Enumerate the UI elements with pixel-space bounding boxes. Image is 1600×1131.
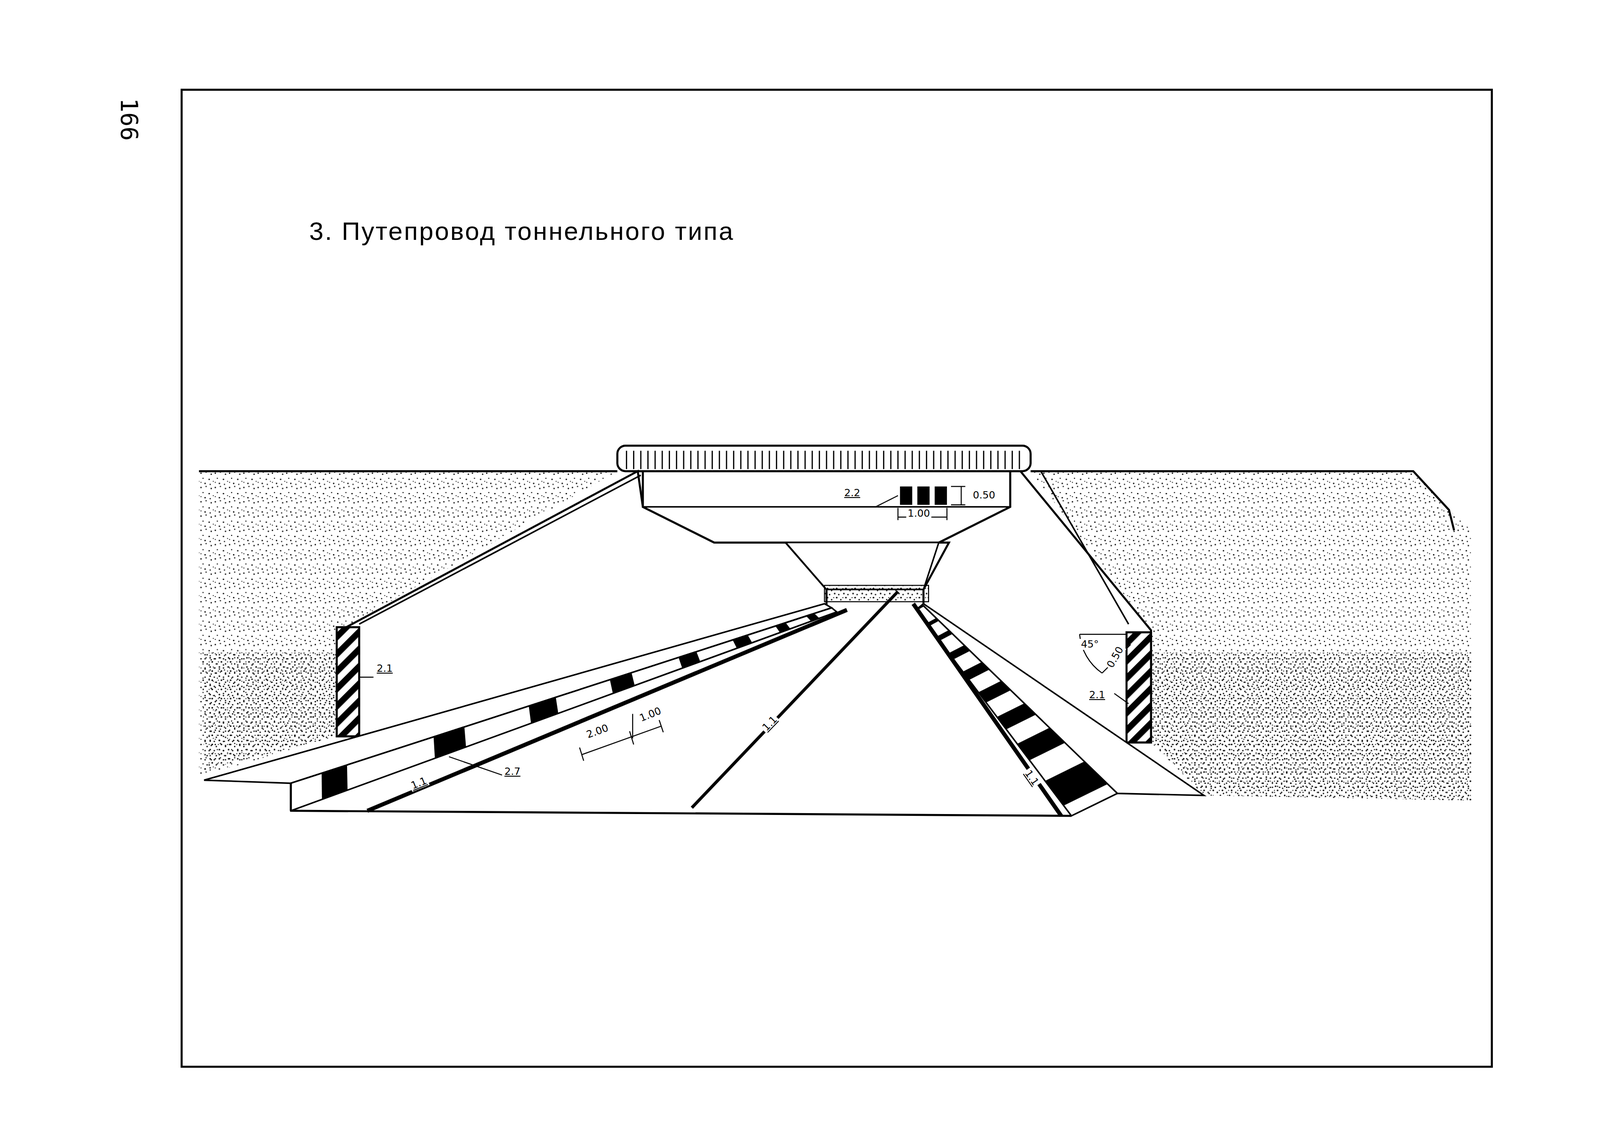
rail-post — [697, 450, 699, 469]
callout-number: 2.2 — [842, 487, 862, 499]
rail-post — [711, 450, 713, 469]
rail-post — [668, 450, 671, 469]
rail-post — [918, 450, 920, 469]
rail-post — [726, 450, 728, 469]
dimension: 1.00 — [906, 508, 932, 520]
rail-post — [675, 450, 678, 469]
rail-post — [654, 450, 656, 469]
rail-post — [961, 450, 963, 469]
curb-block — [1017, 727, 1065, 761]
rail-post — [911, 450, 914, 469]
rail-post — [718, 450, 721, 469]
rail-post — [982, 450, 985, 469]
callout-number: 2.1 — [375, 663, 395, 675]
rail-post — [1011, 450, 1013, 469]
rail-post — [790, 450, 792, 469]
rail-post — [704, 450, 707, 469]
rail-post — [740, 450, 742, 469]
rail-post — [625, 450, 628, 469]
rail-post — [633, 450, 635, 469]
figure-title: 3. Путепровод тоннельного типа — [309, 216, 735, 246]
callout-number: 2.1 — [1087, 689, 1107, 701]
rail-post — [954, 450, 956, 469]
rail-post — [976, 450, 978, 469]
rail-post — [897, 450, 899, 469]
angle: 45° — [1079, 638, 1101, 650]
rail-post — [890, 450, 892, 469]
curb-block — [528, 697, 559, 724]
curb-block — [775, 622, 791, 633]
rail-post — [797, 450, 799, 469]
curb-block — [678, 651, 701, 669]
rail-post — [990, 450, 992, 469]
curb-block — [321, 764, 348, 800]
callout-number: 2.7 — [503, 766, 522, 778]
rail-post — [818, 450, 821, 469]
curb-block — [609, 672, 635, 694]
rail-post — [825, 450, 828, 469]
rail-post — [854, 450, 856, 469]
rail-post — [1004, 450, 1006, 469]
rail-post — [868, 450, 871, 469]
rail-post — [690, 450, 692, 469]
rail-post — [904, 450, 906, 469]
curb-block — [978, 680, 1011, 703]
rail-post — [883, 450, 885, 469]
rail-post — [940, 450, 942, 469]
rail-post — [761, 450, 764, 469]
rail-post — [747, 450, 749, 469]
page-number: 166 — [115, 98, 143, 141]
curb-block — [997, 703, 1036, 730]
rail-post — [640, 450, 642, 469]
rail-post — [804, 450, 806, 469]
rail-post — [840, 450, 842, 469]
rail-post — [875, 450, 878, 469]
rail-post — [683, 450, 685, 469]
rail-post — [647, 450, 649, 469]
rail-post — [775, 450, 778, 469]
rail-post — [997, 450, 999, 469]
rail-post — [968, 450, 971, 469]
rail-post — [947, 450, 949, 469]
curb-block — [433, 727, 467, 759]
rail-post — [861, 450, 863, 469]
rail-post — [925, 450, 928, 469]
rail-post — [754, 450, 756, 469]
curb-block — [732, 635, 753, 649]
rail-post — [933, 450, 935, 469]
rail-post — [732, 450, 735, 469]
rail-post — [811, 450, 814, 469]
rail-post — [832, 450, 835, 469]
rail-post — [783, 450, 785, 469]
rail-post — [847, 450, 849, 469]
curb-block — [1044, 761, 1108, 806]
rail-post — [768, 450, 771, 469]
rail-post — [661, 450, 664, 469]
dimension: 0.50 — [971, 489, 997, 501]
rail-post — [1018, 450, 1021, 469]
